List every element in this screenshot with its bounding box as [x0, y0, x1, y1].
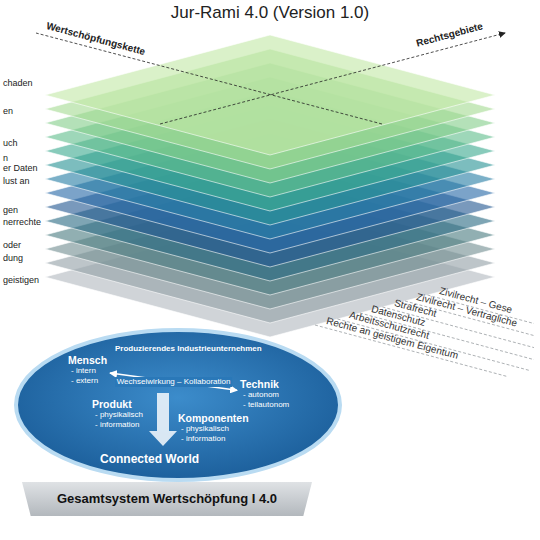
node-heading: Produzierendes Industrieunternehmen [115, 344, 262, 353]
axis-line [36, 33, 382, 124]
node-bullet: - information [92, 420, 143, 430]
object-box: Produkt- physikalisch- information [92, 398, 143, 430]
axis-arrow [160, 33, 505, 124]
node-bullet: - information [178, 434, 249, 444]
ellipse-outline [16, 330, 340, 480]
node-bullet: - autonom [240, 390, 289, 400]
diagram-title: Jur-Rami 4.0 (Version 1.0) [0, 3, 540, 23]
node-heading: Technik [240, 378, 289, 390]
damage-label: lust an [3, 176, 30, 186]
object-box: Komponenten- physikalisch- information [178, 412, 249, 444]
damage-label: oder [3, 240, 21, 250]
damage-label: uch [3, 138, 18, 148]
law-layer [45, 35, 495, 155]
edge-label: Wechselwirkung – Kollaboration [115, 377, 233, 387]
node-heading: Produkt [92, 398, 143, 410]
node-heading: Mensch [68, 354, 107, 366]
node-heading: Gesamtsystem Wertschöpfung I 4.0 [22, 482, 312, 516]
damage-label: en [3, 106, 13, 116]
damage-label: nerrechte [3, 217, 41, 227]
node-bullet: - physikalisch [178, 424, 249, 434]
flow-arrow [149, 393, 177, 446]
interaction-arrow [110, 373, 237, 390]
node-bullet: - intern [68, 366, 107, 376]
node-heading: Komponenten [178, 412, 249, 424]
damage-label: geistigen [3, 275, 39, 285]
damage-label: chaden [3, 78, 33, 88]
axis-label: Rechtsgebiete [415, 20, 484, 48]
node-bullet: - extern [68, 376, 107, 386]
axis-label: Wertschöpfungskette [45, 20, 146, 57]
damage-label: er Daten [3, 163, 38, 173]
damage-label: n [3, 153, 8, 163]
actor-box: Mensch- intern- extern [68, 354, 107, 386]
company-ellipse: Produzierendes IndustrieunternehmenMensc… [13, 327, 343, 483]
base-bar: Gesamtsystem Wertschöpfung I 4.0 [22, 482, 312, 516]
damage-label: gen [3, 205, 18, 215]
node-bullet: - teilautonom [240, 400, 289, 410]
node-heading: Connected World [100, 452, 199, 466]
node-bullet: - physikalisch [92, 410, 143, 420]
damage-label: dung [3, 253, 23, 263]
actor-box: Technik- autonom- teilautonom [240, 378, 289, 410]
world-label-box: Connected World [100, 452, 199, 466]
